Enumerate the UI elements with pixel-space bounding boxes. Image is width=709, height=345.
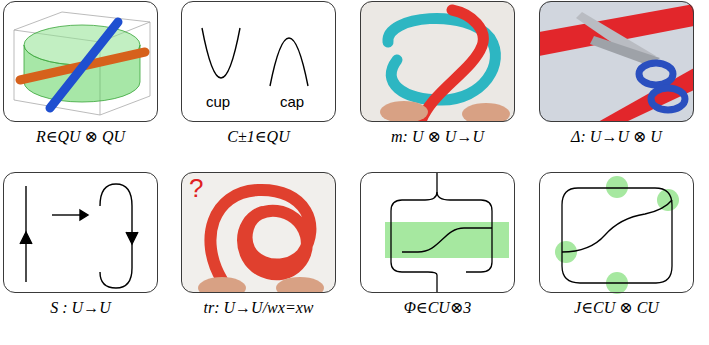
panel-box: cupcapC±1∈QU	[181, 1, 336, 122]
crossing-render	[50, 22, 118, 108]
knot-photo	[181, 172, 336, 293]
panel-label: cap	[280, 94, 304, 111]
scissors-photo	[539, 1, 694, 122]
panel-box: J∈CU ⊗ CU	[539, 172, 694, 293]
antipode-sketch	[52, 214, 84, 215]
associator-sketch	[437, 192, 492, 272]
panel-caption: R∈QU ⊗ QU	[36, 128, 125, 146]
twist-sketch	[562, 200, 672, 252]
cup-cap-curves	[270, 38, 308, 86]
associator-sketch	[385, 173, 509, 292]
tube-photo	[360, 1, 515, 122]
associator-sketch	[391, 192, 437, 275]
tube-photo	[380, 101, 428, 122]
twist-sketch	[562, 188, 672, 283]
panel-label: ?	[189, 174, 203, 203]
scissors-photo	[539, 1, 694, 122]
associator-sketch	[402, 228, 492, 252]
panel-box: S : U→U	[3, 172, 158, 293]
crossing-render	[3, 1, 158, 122]
knot-photo	[198, 277, 246, 293]
associator-sketch	[436, 275, 437, 292]
tube-photo	[462, 103, 510, 122]
panel-label: cup	[206, 94, 230, 111]
panel-caption: tr: U→U/wx=xw	[204, 299, 314, 317]
twist-sketch	[555, 176, 679, 294]
antipode-sketch	[126, 232, 138, 244]
twist-sketch	[562, 188, 672, 283]
panel-box: ?tr: U→U/wx=xw	[181, 172, 336, 293]
associator-sketch	[385, 222, 509, 258]
antipode-sketch	[80, 210, 88, 220]
knot-photo	[181, 172, 336, 293]
panel-box: m: U ⊗ U→U	[360, 1, 515, 122]
cup-cap-curves	[202, 28, 308, 86]
cup-cap-curves	[202, 28, 240, 78]
panel-box: Δ: U→U ⊗ U	[539, 1, 694, 122]
crossing-render	[14, 12, 150, 115]
panel-caption: J∈CU ⊗ CU	[574, 299, 659, 317]
knot-photo	[276, 277, 324, 293]
panel-caption: S : U→U	[50, 299, 110, 317]
panel-caption: C±1∈QU	[227, 128, 289, 146]
knot-photo	[210, 190, 310, 280]
crossing-render	[3, 1, 158, 122]
scissors-photo	[639, 63, 673, 85]
panel-caption: Φ∈CU⊗3	[404, 299, 472, 317]
panel-caption: Δ: U→U ⊗ U	[571, 128, 662, 146]
panel-box: R∈QU ⊗ QU	[3, 1, 158, 122]
twist-sketch	[606, 176, 628, 198]
scissors-photo	[651, 88, 685, 110]
scissors-photo	[598, 68, 694, 122]
panel-box: Φ∈CU⊗3	[360, 172, 515, 293]
associator-sketch	[391, 173, 492, 292]
antipode-sketch	[100, 184, 132, 288]
antipode-sketch	[20, 232, 32, 244]
associator-sketch	[436, 173, 437, 192]
panel-caption: m: U ⊗ U→U	[391, 128, 484, 146]
antipode-sketch	[20, 184, 138, 288]
